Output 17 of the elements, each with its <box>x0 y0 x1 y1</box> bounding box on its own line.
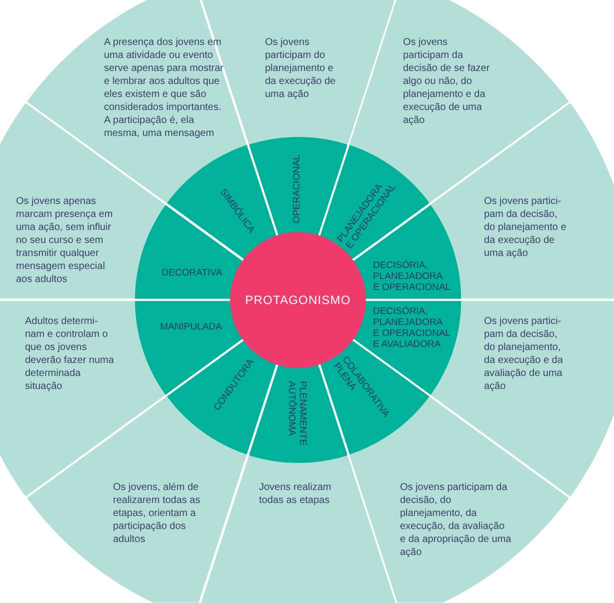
center-label: PROTAGONISMO <box>245 293 351 307</box>
description-text: Os jovens participam da decisão de se fazer algo ou não, do planejamento e da execução de uma ação <box>402 36 491 127</box>
description-text: Os jovens participam da decisão, do planejamento, da execução, da avaliação e da apropriação de uma ação <box>400 480 512 559</box>
segment-label: DECISÓRIA, PLANEJADORA E OPERACIONAL E AVALIADORA <box>372 306 452 350</box>
description-text: Os jovens partici- pam da decisão, do planejamento e da execução de uma ação <box>484 194 568 260</box>
segment-label: DECORATIVA <box>162 267 222 278</box>
description-text: A presença dos jovens em uma atividade ou evento serve apenas para mostrar e lembrar aos adultos que eles existem e que são considerados importantes. A participação é, ela mesma, uma mensagem <box>104 36 224 140</box>
segment-label: OPERACIONAL <box>291 154 302 224</box>
description-text: Adultos determi- nam e controlam o que os jovens deverão fazer numa determinada situação <box>25 314 115 393</box>
description-text: Os jovens partici- pam da decisão, do planejamento, da execução e da avaliação de uma ação <box>484 314 564 393</box>
description-text: Os jovens participam do planejamento e da execução de uma ação <box>264 36 337 101</box>
description-text: Os jovens apenas marcam presença em uma ação, sem influir no seu curso e sem transmitir qualquer mensagem especial aos adultos <box>16 194 114 286</box>
description-text: Jovens realizam todas as etapas <box>258 480 332 507</box>
segment-label: MANIPULADA <box>160 321 222 332</box>
description-text: Os jovens, além de realizarem todas as etapas, orientam a participação dos adultos <box>112 480 202 546</box>
segment-label: PLENAMENTE AUTÔNOMA <box>286 380 308 443</box>
segment-label: DECISÓRIA, PLANEJADORA E OPERACIONAL <box>372 260 452 293</box>
